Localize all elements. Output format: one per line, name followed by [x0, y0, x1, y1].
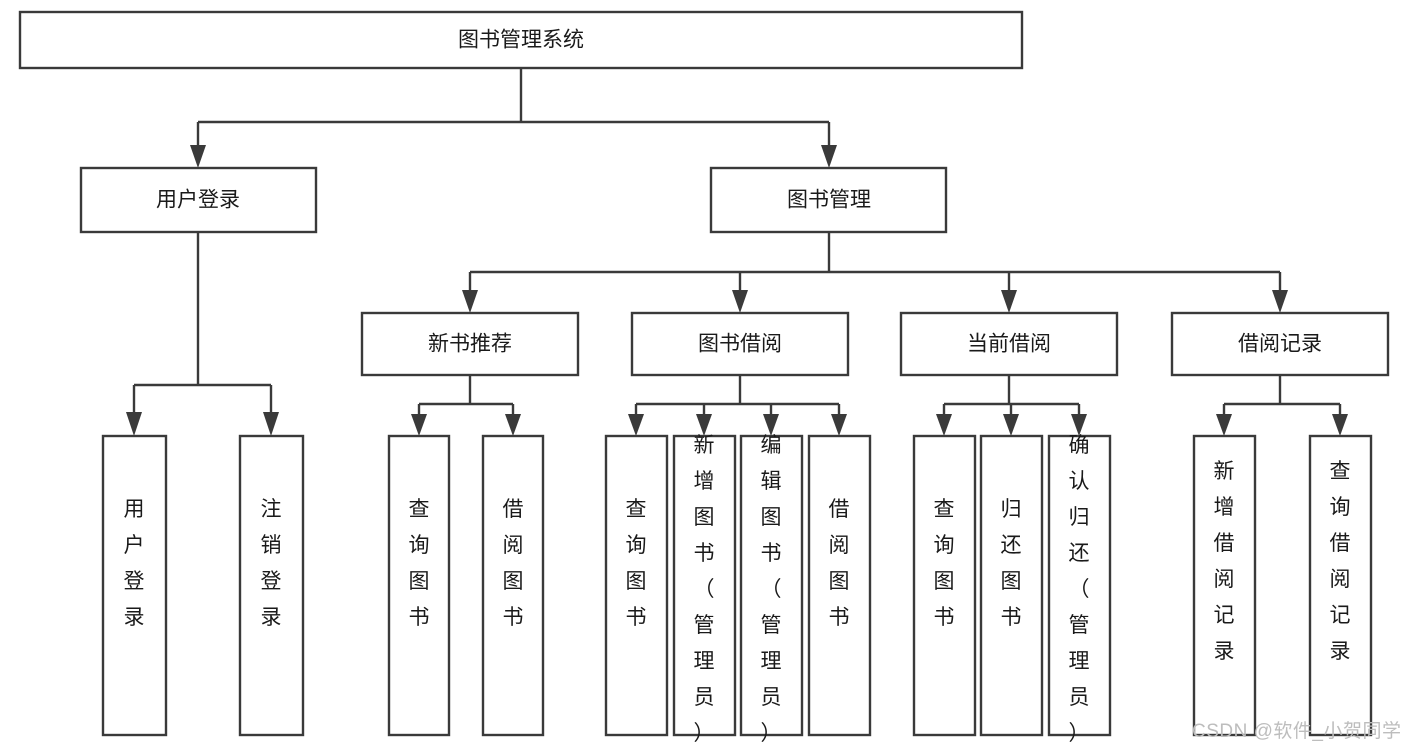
node-leaf-borrow-book-2-label: 借阅图书	[829, 498, 850, 629]
node-leaf-add-record-label: 新增借阅记录	[1214, 460, 1235, 663]
node-new-book-rec[interactable]: 新书推荐	[360, 311, 580, 377]
node-leaf-query-book-2-label: 查询图书	[626, 498, 647, 629]
node-root-box[interactable]	[18, 10, 1024, 70]
node-leaf-confirm-return-box[interactable]	[1047, 434, 1112, 737]
node-leaf-query-record-box[interactable]	[1308, 434, 1373, 737]
node-leaf-user-login-box[interactable]	[101, 434, 168, 737]
arrow-head-bookmanage	[821, 145, 837, 168]
node-leaf-edit-book-label: 编辑图书（管理员）	[761, 434, 782, 745]
node-leaf-return-book[interactable]: 归还图书	[979, 434, 1044, 737]
connector-group-new-book-rec	[411, 375, 521, 436]
arrow-head-leaf-query-book-3	[936, 414, 952, 436]
node-leaf-add-book-box[interactable]	[672, 434, 737, 737]
node-leaf-borrow-book-1-label: 借阅图书	[503, 498, 524, 629]
node-new-book-rec-label: 新书推荐	[428, 333, 512, 356]
node-current-borrow-box[interactable]	[899, 311, 1119, 377]
node-leaf-add-record-box[interactable]	[1192, 434, 1257, 737]
node-leaf-borrow-book-1[interactable]: 借阅图书	[481, 434, 545, 737]
node-leaf-user-login-label: 用户登录	[124, 498, 145, 629]
node-leaf-query-book-1-label: 查询图书	[409, 498, 430, 629]
connector-group-book-manage	[462, 232, 1288, 313]
node-book-manage-label: 图书管理	[787, 189, 871, 212]
node-book-manage-box[interactable]	[709, 166, 948, 234]
node-user-login-label: 用户登录	[156, 189, 240, 212]
node-leaf-return-book-label: 归还图书	[1001, 498, 1022, 629]
arrow-head-leaf-return-book	[1003, 414, 1019, 436]
node-leaf-logout[interactable]: 注销登录	[238, 434, 305, 737]
connector-group-current-borrow	[936, 375, 1087, 436]
node-current-borrow[interactable]: 当前借阅	[899, 311, 1119, 377]
arrow-head-leaf-borrow-book-1	[505, 414, 521, 436]
node-root-label: 图书管理系统	[458, 29, 584, 52]
node-leaf-edit-book-box[interactable]	[739, 434, 804, 737]
arrow-head-leaf-edit-book	[763, 414, 779, 436]
node-leaf-add-record[interactable]: 新增借阅记录	[1192, 434, 1257, 737]
node-leaf-query-book-2[interactable]: 查询图书	[604, 434, 669, 737]
node-leaf-edit-book[interactable]: 编辑图书（管理员）	[739, 434, 804, 745]
node-leaf-query-record-label: 查询借阅记录	[1330, 460, 1351, 663]
arrow-head-leaf-query-book-2	[628, 414, 644, 436]
node-leaf-query-book-3[interactable]: 查询图书	[912, 434, 977, 737]
node-leaf-return-book-box[interactable]	[979, 434, 1044, 737]
node-leaf-logout-label: 注销登录	[261, 498, 282, 629]
node-new-book-rec-box[interactable]	[360, 311, 580, 377]
node-current-borrow-label: 当前借阅	[967, 333, 1051, 356]
connector-group-user-login	[126, 232, 279, 436]
node-borrow-record-box[interactable]	[1170, 311, 1390, 377]
arrow-head-borrow-record	[1272, 290, 1288, 313]
arrow-head-leaf-logout	[263, 412, 279, 436]
node-leaf-confirm-return[interactable]: 确认归还（管理员）	[1047, 434, 1112, 745]
node-book-borrow[interactable]: 图书借阅	[630, 311, 850, 377]
arrow-head-leaf-query-book-1	[411, 414, 427, 436]
node-leaf-borrow-book-2[interactable]: 借阅图书	[807, 434, 872, 737]
node-borrow-record[interactable]: 借阅记录	[1170, 311, 1390, 377]
arrow-head-userlogin	[190, 145, 206, 168]
arrow-head-current-borrow	[1001, 290, 1017, 313]
node-leaf-logout-box[interactable]	[238, 434, 305, 737]
node-user-login[interactable]: 用户登录	[79, 166, 318, 234]
connector-group-borrow-record	[1216, 375, 1348, 436]
node-leaf-query-book-2-box[interactable]	[604, 434, 669, 737]
node-leaf-borrow-book-1-box[interactable]	[481, 434, 545, 737]
node-user-login-box[interactable]	[79, 166, 318, 234]
node-book-borrow-label: 图书借阅	[698, 333, 782, 356]
arrow-head-leaf-confirm-return	[1071, 414, 1087, 436]
node-leaf-user-login[interactable]: 用户登录	[101, 434, 168, 737]
node-root[interactable]: 图书管理系统	[18, 10, 1024, 70]
arrow-head-leaf-query-record	[1332, 414, 1348, 436]
connector-group-root	[190, 68, 837, 168]
arrow-head-book-borrow	[732, 290, 748, 313]
arrow-head-new-book-rec	[462, 290, 478, 313]
node-leaf-add-book-label: 新增图书（管理员）	[694, 434, 715, 745]
arrow-head-leaf-add-record	[1216, 414, 1232, 436]
node-leaf-query-book-1-box[interactable]	[387, 434, 451, 737]
node-leaf-query-record[interactable]: 查询借阅记录	[1308, 434, 1373, 737]
node-leaf-query-book-3-box[interactable]	[912, 434, 977, 737]
node-leaf-add-book[interactable]: 新增图书（管理员）	[672, 434, 737, 745]
node-leaf-query-book-1[interactable]: 查询图书	[387, 434, 451, 737]
node-book-manage[interactable]: 图书管理	[709, 166, 948, 234]
node-leaf-confirm-return-label: 确认归还（管理员）	[1069, 434, 1090, 745]
arrow-head-leaf-borrow-book-2	[831, 414, 847, 436]
node-leaf-query-book-3-label: 查询图书	[934, 498, 955, 629]
node-book-borrow-box[interactable]	[630, 311, 850, 377]
arrow-head-leaf-user-login	[126, 412, 142, 436]
node-borrow-record-label: 借阅记录	[1238, 333, 1322, 356]
arrow-head-leaf-add-book	[696, 414, 712, 436]
node-leaf-borrow-book-2-box[interactable]	[807, 434, 872, 737]
connector-group-book-borrow	[628, 375, 847, 436]
